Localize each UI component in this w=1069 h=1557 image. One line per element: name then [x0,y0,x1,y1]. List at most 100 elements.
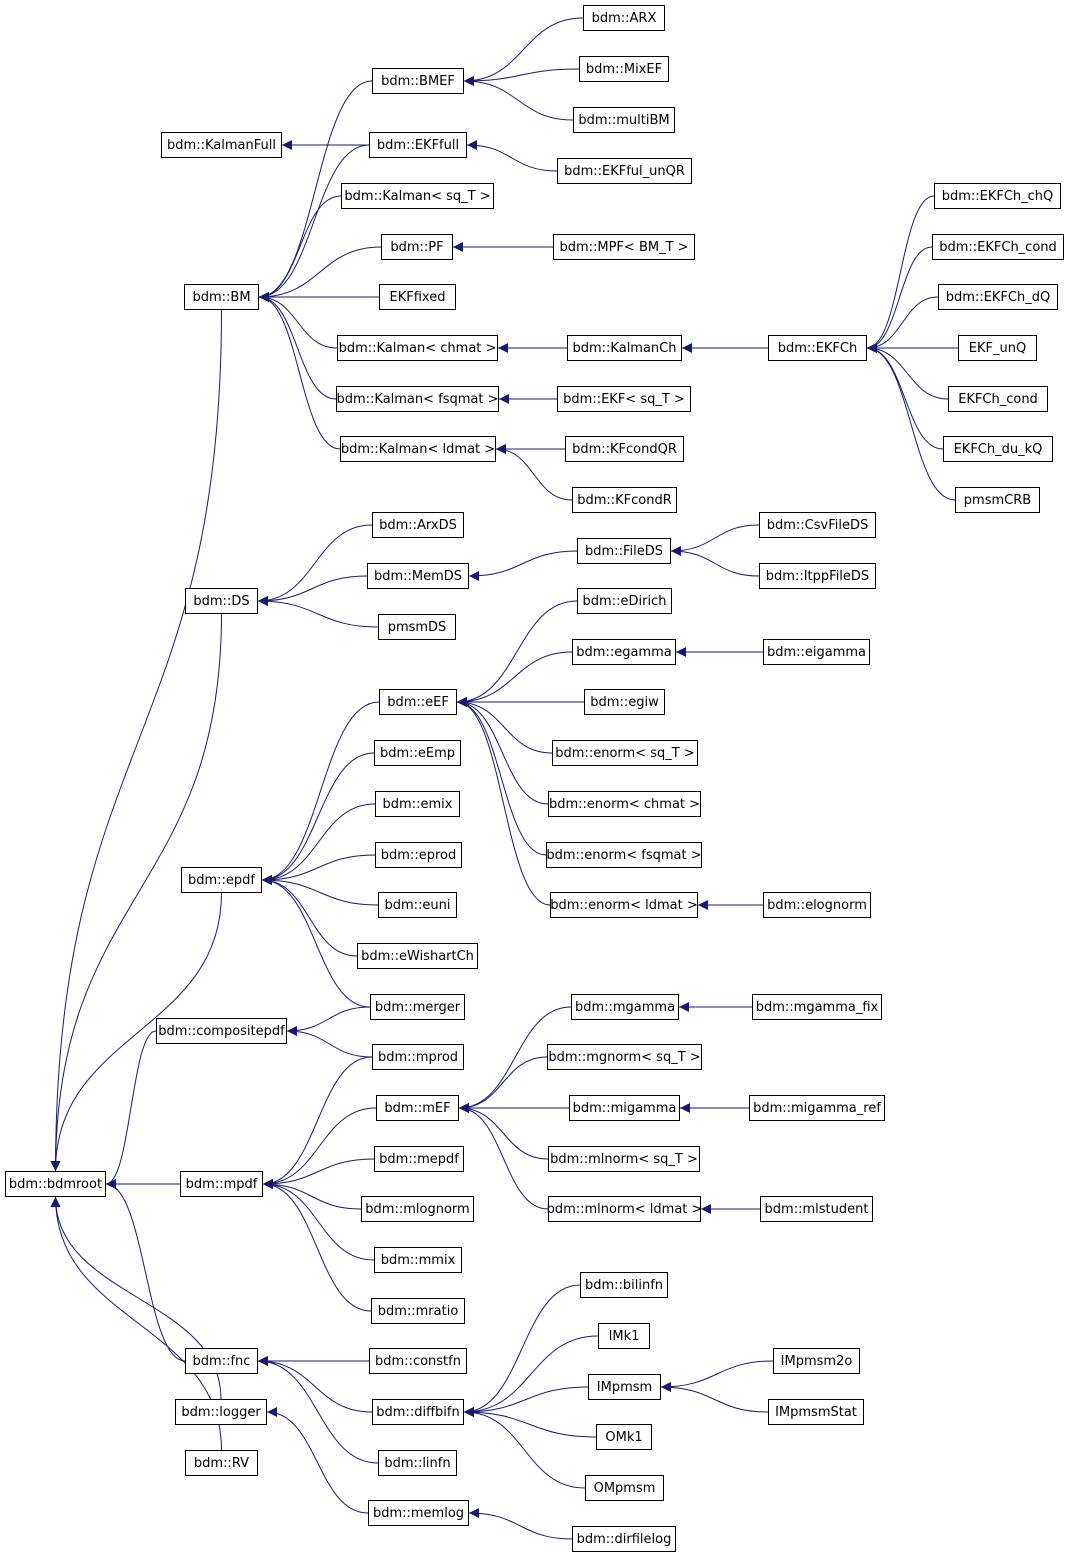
node-mEF[interactable]: bdm::mEF [376,1095,459,1121]
node-mepdf[interactable]: bdm::mepdf [374,1146,464,1172]
node-DS[interactable]: bdm::DS [185,588,258,614]
edge-bilinfn-to-diffbifn [463,1284,581,1417]
node-mpdf[interactable]: bdm::mpdf [180,1171,263,1197]
node-KalmanCh[interactable]: bdm::KalmanCh [567,335,682,361]
edge-epdf-to-bdmroot [50,892,222,1172]
node-Kalman-sqT[interactable]: bdm::Kalman< sq_T > [341,183,494,209]
edge-multiBM-to-BMEF [463,76,574,121]
node-diffbifn[interactable]: bdm::diffbifn [372,1399,464,1425]
node-MixEF[interactable]: bdm::MixEF [579,56,669,82]
node-constfn[interactable]: bdm::constfn [369,1348,467,1374]
node-KFcondQR[interactable]: bdm::KFcondQR [565,436,684,462]
edge-BMEF-to-BM [258,80,373,302]
node-OMk1[interactable]: OMk1 [596,1424,652,1450]
node-ItppFileDS[interactable]: bdm::ItppFileDS [759,563,876,589]
node-PF[interactable]: bdm::PF [381,234,453,260]
node-EKF-unQ[interactable]: EKF_unQ [958,335,1037,361]
node-elognorm[interactable]: bdm::elognorm [763,892,871,918]
node-Kalman-fsqmat[interactable]: bdm::Kalman< fsqmat > [336,386,499,412]
node-mratio[interactable]: bdm::mratio [371,1298,465,1324]
node-mlognorm[interactable]: bdm::mlognorm [361,1196,474,1222]
node-IMpmsmStat[interactable]: IMpmsmStat [768,1399,864,1425]
node-BMEF[interactable]: bdm::BMEF [372,68,464,94]
edge-MixEF-to-BMEF [463,68,580,86]
node-mgnorm-sqT[interactable]: bdm::mgnorm< sq_T > [547,1044,702,1070]
node-FileDS[interactable]: bdm::FileDS [577,538,671,564]
node-multiBM[interactable]: bdm::multiBM [573,107,675,133]
edge-emix-to-epdf [261,803,376,885]
edge-OMpmsm-to-diffbifn [463,1407,586,1489]
node-mprod[interactable]: bdm::mprod [372,1044,464,1070]
node-euni[interactable]: bdm::euni [378,892,457,918]
edge-mgamma-to-mEF [458,1006,572,1113]
node-enorm-ldmat[interactable]: bdm::enorm< ldmat > [550,892,698,918]
node-ArxDS[interactable]: bdm::ArxDS [372,512,464,538]
node-eWishartCh[interactable]: bdm::eWishartCh [357,943,478,969]
node-OMpmsm[interactable]: OMpmsm [585,1475,664,1501]
node-merger[interactable]: bdm::merger [370,994,465,1020]
edge-OMk1-to-diffbifn [463,1407,597,1438]
node-EKFfixed[interactable]: EKFfixed [379,284,456,310]
edge-DS-to-bdmroot [50,613,222,1172]
node-eEF[interactable]: bdm::eEF [379,689,457,715]
node-epdf[interactable]: bdm::epdf [181,867,262,893]
node-pmsmCRB[interactable]: pmsmCRB [955,487,1040,513]
edge-Kalman_ldmat-to-BM [258,292,341,450]
node-CsvFileDS[interactable]: bdm::CsvFileDS [759,512,876,538]
node-EKF-sqT[interactable]: bdm::EKF< sq_T > [557,386,691,412]
node-EKFCh-cond-bdm[interactable]: bdm::EKFCh_cond [932,234,1064,260]
edge-mprod-to-mpdf [262,1056,373,1189]
node-eDirich[interactable]: bdm::eDirich [577,588,672,614]
node-mlstudent[interactable]: bdm::mlstudent [760,1196,873,1222]
node-EKFCh[interactable]: bdm::EKFCh [768,335,867,361]
node-linfn[interactable]: bdm::linfn [378,1450,457,1476]
node-Kalman-ldmat[interactable]: bdm::Kalman< ldmat > [340,436,496,462]
node-bdmroot[interactable]: bdm::bdmroot [5,1171,106,1197]
node-ARX[interactable]: bdm::ARX [583,5,665,31]
node-enorm-sqT[interactable]: bdm::enorm< sq_T > [552,740,698,766]
node-eprod[interactable]: bdm::eprod [375,842,462,868]
node-EKFCh-du-kQ[interactable]: EKFCh_du_kQ [943,436,1053,462]
node-EKFCh-cond[interactable]: EKFCh_cond [948,386,1048,412]
node-mlnorm-ldmat[interactable]: bdm::mlnorm< ldmat > [547,1196,702,1222]
node-egamma[interactable]: bdm::egamma [572,639,676,665]
edge-fnc-to-bdmroot [105,1179,186,1362]
node-IMk1[interactable]: IMk1 [598,1323,650,1349]
node-mgamma[interactable]: bdm::mgamma [571,994,679,1020]
edge-mmix-to-mpdf [262,1179,375,1261]
node-migamma[interactable]: bdm::migamma [569,1095,680,1121]
node-MemDS[interactable]: bdm::MemDS [367,563,469,589]
node-Kalman-chmat[interactable]: bdm::Kalman< chmat > [337,335,498,361]
node-EKFCh-dQ[interactable]: bdm::EKFCh_dQ [938,284,1058,310]
edge-compositepdf-to-bdmroot [105,1030,157,1189]
node-KFcondR[interactable]: bdm::KFcondR [572,487,677,513]
node-EKFCh-chQ[interactable]: bdm::EKFCh_chQ [934,183,1061,209]
node-emix[interactable]: bdm::emix [375,791,460,817]
node-IMpmsm[interactable]: IMpmsm [588,1374,661,1400]
node-mgamma-fix[interactable]: bdm::mgamma_fix [752,994,882,1020]
node-eEmp[interactable]: bdm::eEmp [374,740,461,766]
node-memlog[interactable]: bdm::memlog [368,1500,469,1526]
node-KalmanFull[interactable]: bdm::KalmanFull [161,132,282,158]
node-pmsmDS[interactable]: pmsmDS [378,614,456,640]
node-MPF[interactable]: bdm::MPF< BM_T > [553,234,695,260]
node-migamma-ref[interactable]: bdm::migamma_ref [749,1095,885,1121]
node-enorm-fsqmat[interactable]: bdm::enorm< fsqmat > [546,842,702,868]
node-BM[interactable]: bdm::BM [184,284,259,310]
node-dirfilelog[interactable]: bdm::dirfilelog [572,1526,676,1552]
node-RV[interactable]: bdm::RV [185,1450,258,1476]
node-eigamma[interactable]: bdm::eigamma [763,639,870,665]
node-mmix[interactable]: bdm::mmix [374,1247,462,1273]
node-EKFfull[interactable]: bdm::EKFfull [369,132,467,158]
edge-enorm_ldmat-to-eEF [456,697,551,906]
node-EKFful-unQR[interactable]: bdm::EKFful_unQR [557,158,692,184]
node-enorm-chmat[interactable]: bdm::enorm< chmat > [548,791,701,817]
node-mlnorm-sqT[interactable]: bdm::mlnorm< sq_T > [548,1146,700,1172]
node-compositepdf[interactable]: bdm::compositepdf [156,1018,287,1044]
node-fnc[interactable]: bdm::fnc [185,1348,258,1374]
node-IMpmsm2o[interactable]: IMpmsm2o [773,1348,860,1374]
node-bilinfn[interactable]: bdm::bilinfn [580,1272,668,1298]
node-logger[interactable]: bdm::logger [175,1399,267,1425]
node-egiw[interactable]: bdm::egiw [584,689,665,715]
